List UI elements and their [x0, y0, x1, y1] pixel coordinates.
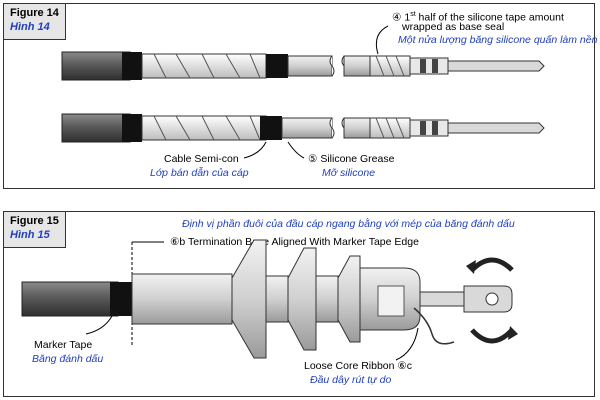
leader-callout-4 [375, 25, 389, 55]
silicone-grease-label: ⑤ Silicone Grease [308, 153, 395, 165]
figure-15-panel: Figure 15 Hình 15 Định vị phần đuôi của … [3, 211, 595, 397]
marker-tape-label: Marker Tape [34, 339, 93, 351]
rotate-arrow-bottom [470, 328, 514, 344]
cable-top [61, 51, 545, 81]
figure-14-panel: Figure 14 Hình 14 [3, 3, 598, 189]
marker-tape-band [122, 52, 142, 80]
cable-jacket [61, 51, 131, 81]
loose-core-ribbon-vi: Đầu dây rút tự do [310, 374, 392, 386]
callout-4-vi: Một nửa lượng băng silicone quấn làm nền [398, 34, 598, 46]
skirt-3 [337, 255, 361, 343]
rotate-arrow-top [470, 257, 514, 272]
cable-semicon-vi: Lớp bán dẫn của cáp [150, 167, 249, 179]
leader-ribbon [395, 327, 419, 361]
figure-14-label: Figure 14 Hình 14 [4, 4, 66, 40]
figure-15-label: Figure 15 Hình 15 [4, 212, 66, 248]
figure-15-title: Figure 15 [10, 215, 59, 227]
leader-semicon [243, 141, 267, 159]
leader-marker [85, 315, 113, 335]
connector [409, 57, 449, 75]
figure-14-title: Figure 14 [10, 7, 59, 19]
insulation [287, 55, 333, 77]
figure-14-title-vi: Hình 14 [10, 21, 50, 33]
figure-14-drawing [61, 25, 545, 159]
skirt-2 [287, 247, 317, 351]
callout-4-line1: ④ 1st half of the silicone tape amount [392, 11, 564, 24]
cable-semicon-label: Cable Semi-con [164, 153, 239, 165]
lug-barrel [419, 291, 465, 307]
skirt-1 [231, 239, 267, 359]
marker-tape [110, 282, 132, 316]
silicone-grease-vi: Mỡ silicone [322, 167, 376, 179]
figure-15-drawing [21, 239, 518, 361]
termination-base [131, 273, 233, 325]
callout-4-line2: wrapped as base seal [402, 21, 505, 33]
lug-hole [485, 292, 499, 306]
termination-align-label: ⑥b Termination Base Aligned With Marker … [170, 236, 419, 248]
lug-blade [447, 60, 545, 72]
semicon-band-2 [260, 116, 282, 140]
loose-core-ribbon [413, 307, 455, 345]
cable-bottom [61, 113, 545, 143]
figure-15-title-vi: Hình 15 [10, 229, 50, 241]
marker-tape-vi: Băng đánh dấu [32, 353, 104, 365]
cable-jacket-15 [21, 281, 119, 317]
termination-align-vi: Định vị phần đuôi của đầu cáp ngang bằng… [182, 218, 515, 230]
leader-grease [287, 141, 305, 159]
loose-core-ribbon-label: Loose Core Ribbon ⑥c [304, 360, 413, 372]
semicon-band [266, 54, 288, 78]
